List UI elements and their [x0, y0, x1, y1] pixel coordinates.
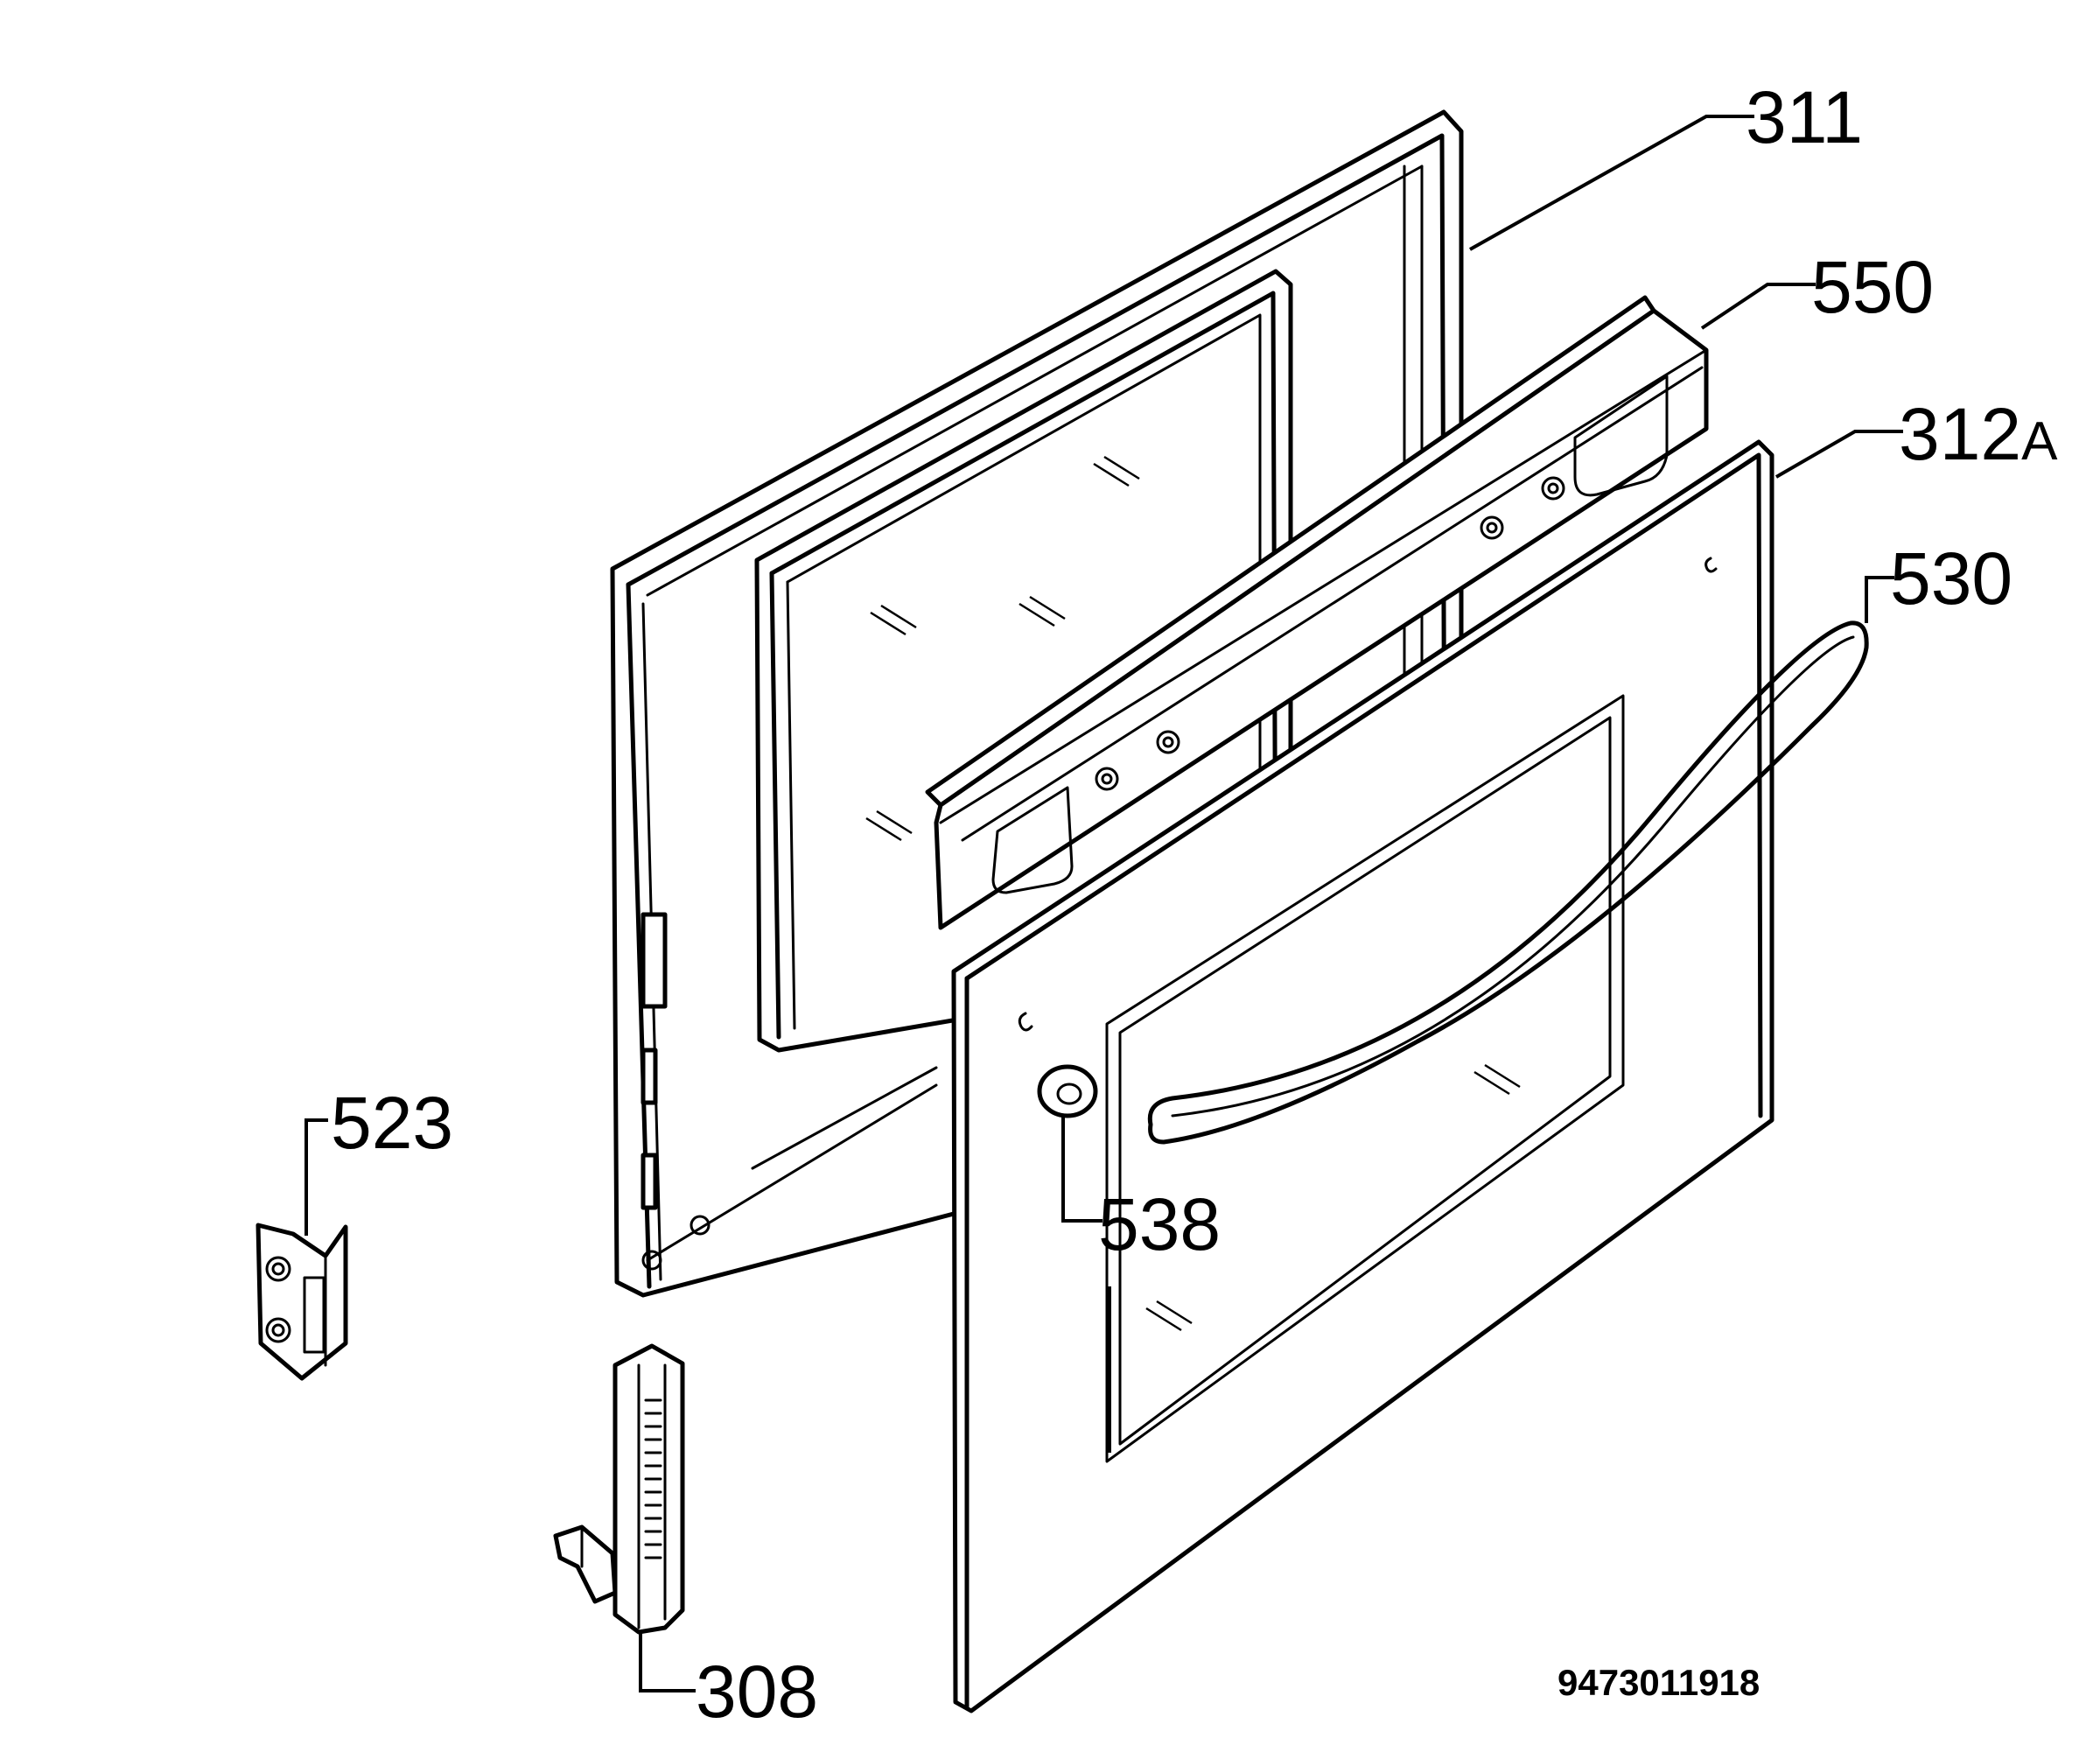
label-312-suffix: A: [2021, 411, 2058, 472]
label-550: 550: [1811, 246, 1934, 328]
drawing-code: 9473011918: [1558, 1662, 1760, 1703]
label-308: 308: [696, 1650, 818, 1733]
label-312-number: 312: [1899, 393, 2021, 475]
door-handle-530: [1147, 620, 1869, 1145]
top-trim-strip-550: [925, 295, 1709, 930]
leader-lines: [304, 115, 1903, 1692]
outer-door-glass-312a: [951, 439, 1774, 1713]
label-311: 311: [1746, 76, 1863, 158]
hinge-spring: [644, 1398, 662, 1559]
glass-reflection-marks-outer: [1145, 1063, 1521, 1332]
label-523: 523: [331, 1082, 453, 1164]
handle-cap-538: [1037, 1064, 1098, 1118]
label-538: 538: [1098, 1183, 1221, 1265]
label-312a: 312A: [1899, 393, 2058, 475]
label-530: 530: [1890, 537, 2012, 620]
hinge-catch-523: [256, 1223, 348, 1381]
glass-reflection-marks: [865, 455, 1140, 842]
door-hinge-308: [553, 1343, 685, 1635]
